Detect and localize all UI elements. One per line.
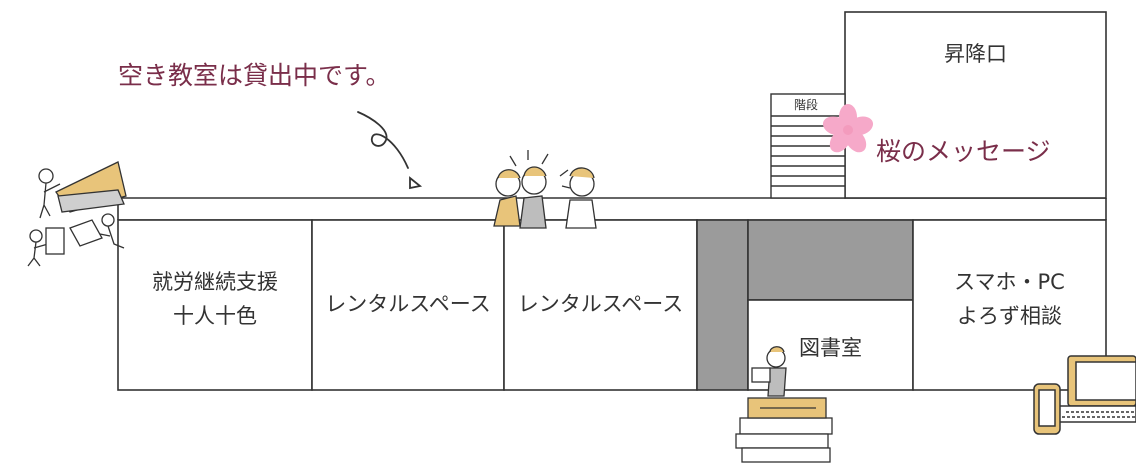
corridor xyxy=(117,197,1107,221)
room-label-smartphone: スマホ・PC よろず相談 xyxy=(913,266,1106,333)
room-label-shuro: 就労継続支援 十人十色 xyxy=(118,266,312,333)
room-label-smartphone-line1: スマホ・PC xyxy=(954,270,1065,294)
room-rental-1[interactable] xyxy=(311,219,505,391)
sakura-flower-icon xyxy=(822,104,874,153)
room-label-shuro-line2: 十人十色 xyxy=(173,303,257,328)
sakura-message-link[interactable]: 桜のメッセージ xyxy=(876,137,1051,166)
laptop-phone-illustration xyxy=(1033,355,1136,435)
room-label-shuro-line1: 就労継続支援 xyxy=(152,270,278,294)
room-label-entrance: 昇降口 xyxy=(944,42,1007,66)
stairs xyxy=(770,93,846,199)
room-rental-2[interactable] xyxy=(503,219,698,391)
arrow-icon xyxy=(357,111,423,190)
room-label-rental-1: レンタルスペース xyxy=(325,292,491,316)
notice-text: 空き教室は貸出中です。 xyxy=(118,61,391,90)
reading-books-illustration xyxy=(735,346,833,463)
wall-gray-left xyxy=(696,219,749,391)
stairs-label: 階段 xyxy=(793,98,818,112)
room-label-smartphone-line2: よろず相談 xyxy=(957,303,1062,328)
room-label-rental-2: レンタルスペース xyxy=(517,292,684,316)
children-illustration xyxy=(27,161,127,267)
wall-gray-top xyxy=(747,219,914,301)
students-illustration xyxy=(493,150,597,229)
room-shuro[interactable] xyxy=(117,219,313,391)
entrance-room[interactable] xyxy=(844,11,1107,199)
room-label-library: 図書室 xyxy=(799,336,862,360)
